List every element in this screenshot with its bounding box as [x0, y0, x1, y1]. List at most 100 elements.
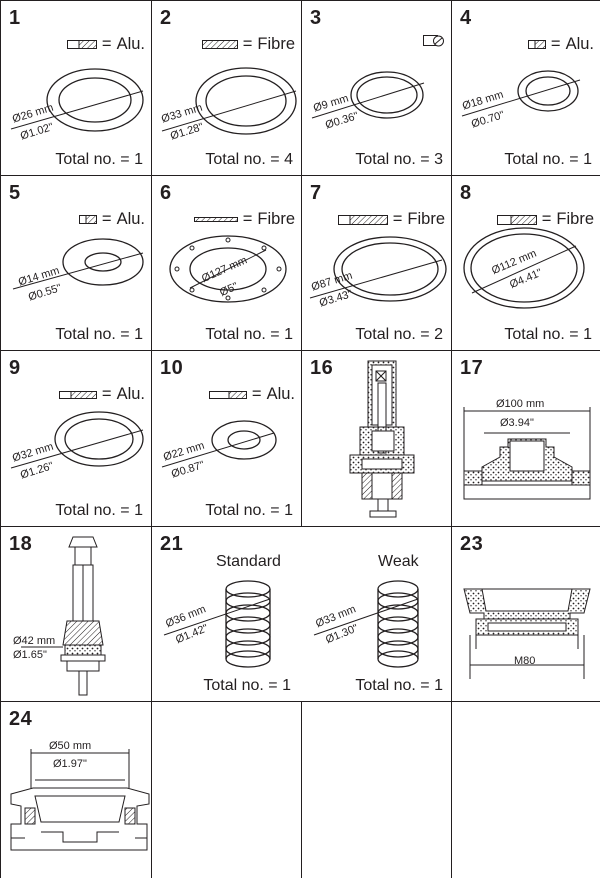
material-legend: = Fibre [337, 210, 445, 229]
empty-cell [452, 702, 600, 878]
part-number: 18 [9, 533, 33, 555]
part-number: 24 [9, 708, 33, 730]
part-cell-8: 8 = Fibre Ø112 mm Ø4.41" Total no. = 1 [452, 176, 600, 351]
diameter-mm: Ø100 mm [496, 398, 545, 410]
part-cell-1: 1 = Alu. Ø26 mm Ø1.02" Total no. = 1 [1, 1, 152, 176]
total-count: Total no. = 1 [55, 502, 143, 519]
hatch-swatch-icon [193, 216, 238, 222]
gasket-drawing [161, 420, 277, 468]
armature-tube-drawing [21, 536, 106, 696]
part-cell-10: 10 = Alu. Ø22 mm Ø0.87" Total no. = 1 [152, 351, 302, 527]
standard-total-count: Total no. = 1 [203, 677, 291, 694]
total-count: Total no. = 1 [55, 151, 143, 168]
total-count: Total no. = 2 [355, 326, 443, 343]
part-cell-16: 16 [302, 351, 452, 527]
part-number: 3 [310, 7, 322, 29]
equals-sign: = [550, 35, 561, 53]
part-number: 6 [160, 182, 172, 204]
material-legend: = Alu. [58, 385, 145, 404]
part-number: 9 [9, 357, 21, 379]
material-label: Alu. [116, 210, 145, 228]
oring-section-icon [423, 35, 444, 47]
material-legend: = Fibre [193, 210, 295, 229]
diameter-in: Ø1.97" [53, 758, 87, 770]
part-number: 16 [310, 357, 334, 379]
part-cell-9: 9 = Alu. Ø32 mm Ø1.26" Total no. = 1 [1, 351, 152, 527]
springs-drawing [163, 580, 419, 668]
part-number: 8 [460, 182, 472, 204]
diameter-in: Ø3.94" [500, 417, 534, 429]
empty-cell [302, 702, 452, 878]
bonnet-drawing [10, 749, 150, 851]
equals-sign: = [242, 210, 253, 228]
material-label: Alu. [116, 35, 145, 53]
material-label: Fibre [407, 210, 445, 228]
spring-weak-label: Weak [378, 553, 419, 570]
equals-sign: = [242, 35, 253, 53]
part-cell-2: 2 = Fibre Ø33 mm Ø1.28" Total no. = 4 [152, 1, 302, 176]
oring-drawing [311, 71, 425, 119]
hatch-swatch-icon [58, 390, 97, 399]
weak-spring [377, 580, 419, 668]
hatch-swatch-icon [66, 40, 97, 49]
empty-cell [152, 702, 302, 878]
part-number: 23 [460, 533, 484, 555]
standard-spring [225, 580, 271, 668]
flange-gasket-drawing [169, 235, 287, 303]
material-label: Alu. [116, 385, 145, 403]
total-count: Total no. = 1 [205, 326, 293, 343]
part-cell-4: 4 = Alu. Ø18 mm Ø0.70" Total no. = 1 [452, 1, 600, 176]
material-label: Fibre [257, 210, 295, 228]
nut-drawing [463, 588, 591, 679]
part-cell-6: 6 = Fibre Ø127 mm Ø5" Total no. = 1 [152, 176, 302, 351]
gasket-drawing [463, 227, 585, 309]
washer-drawing [12, 238, 144, 290]
part-number: 10 [160, 357, 184, 379]
diameter-mm: Ø50 mm [49, 740, 92, 752]
equals-sign: = [101, 385, 112, 403]
material-label: Fibre [556, 210, 594, 228]
part-cell-7: 7 = Fibre Ø87 mm Ø3.43" Total no. = 2 [302, 176, 452, 351]
part-cell-17: 17 Ø100 mm Ø3.94" [452, 351, 600, 527]
gasket-drawing [10, 68, 144, 132]
part-number: 4 [460, 7, 472, 29]
equals-sign: = [101, 210, 112, 228]
total-count: Total no. = 1 [55, 326, 143, 343]
part-number: 1 [9, 7, 21, 29]
hatch-swatch-icon [78, 215, 97, 224]
hatch-swatch-icon [208, 390, 247, 399]
cover-drawing [463, 407, 591, 500]
weak-total-count: Total no. = 1 [355, 677, 443, 694]
material-legend: = Alu. [208, 385, 295, 404]
part-cell-5: 5 = Alu. Ø14 mm Ø0.55" Total no. = 1 [1, 176, 152, 351]
gasket-drawing [309, 236, 447, 302]
total-count: Total no. = 3 [355, 151, 443, 168]
equals-sign: = [101, 35, 112, 53]
hatch-swatch-icon [337, 214, 388, 225]
equals-sign: = [541, 210, 552, 228]
equals-sign: = [392, 210, 403, 228]
material-legend: = Fibre [496, 210, 594, 229]
part-number: 17 [460, 357, 484, 379]
hatch-swatch-icon [527, 40, 546, 49]
total-count: Total no. = 4 [205, 151, 293, 168]
hatch-swatch-icon [201, 40, 238, 49]
material-legend: = Alu. [66, 35, 145, 54]
part-cell-3: 3 Ø9 mm Ø0.36" Total no. = 3 [302, 1, 452, 176]
part-cell-18: 18 Ø42 mm Ø1.65" [1, 527, 152, 702]
thread-size: M80 [514, 655, 536, 667]
total-count: Total no. = 1 [205, 502, 293, 519]
total-count: Total no. = 1 [504, 326, 592, 343]
gasket-drawing [161, 67, 297, 135]
total-count: Total no. = 1 [504, 151, 592, 168]
material-label: Fibre [257, 35, 295, 53]
material-label: Alu. [266, 385, 295, 403]
part-cell-21: 21 Standard Weak [152, 527, 452, 702]
part-number: 7 [310, 182, 322, 204]
part-number: 2 [160, 7, 172, 29]
material-legend: = Alu. [78, 210, 145, 229]
material-label: Alu. [565, 35, 594, 53]
gasket-drawing [10, 411, 144, 469]
part-cell-24: 24 Ø50 mm Ø1.97" [1, 702, 152, 878]
